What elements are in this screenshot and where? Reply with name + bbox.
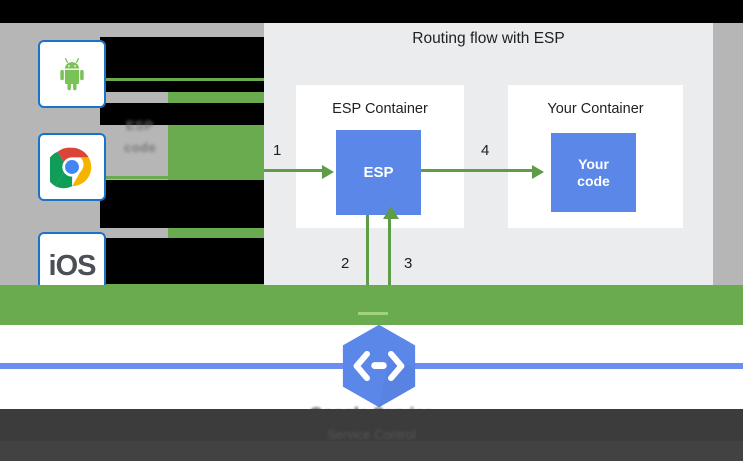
arrow-2-line [366,215,369,297]
green-rule-artifact [100,176,268,179]
code-brackets-hexagon-icon [342,324,416,408]
arrow-3-line [388,218,391,297]
ios-label: iOS [48,249,97,282]
arrow-1-head [322,165,334,179]
black-artifact-block [100,103,264,125]
grey-right-strip [713,23,743,285]
ghost-text-artifact: ESP [126,118,154,133]
google-service-hexagon [336,323,422,409]
arrow-1-label: 1 [273,142,282,159]
arrow-4-line [421,169,534,172]
arrow-2-label: 2 [341,255,350,272]
arrow-3-label: 3 [404,255,413,272]
arrow-4-label: 4 [481,142,490,159]
arrow-4-head [532,165,544,179]
arrow-3-head [383,206,399,219]
ghost-text-artifact: code [124,140,157,155]
esp-container-title: ESP Container [332,101,428,117]
android-icon [60,58,84,91]
panel-title: Routing flow with ESP [412,30,565,47]
arrow-1-line [264,169,324,172]
bottom-dark-band-lower [0,441,743,461]
client-card-chrome[interactable] [38,133,106,201]
client-card-android[interactable] [38,40,106,108]
green-rule-artifact [100,78,268,81]
black-artifact-block [100,37,264,92]
your-container-title: Your Container [547,101,644,117]
green-rule-artifact [358,312,388,315]
your-code-label: Your code [577,155,610,189]
top-black-bar [0,0,743,23]
green-rule-artifact [352,300,392,303]
esp-box: ESP [336,130,421,215]
your-code-box: Your code [551,133,636,212]
black-artifact-block [100,180,264,228]
chrome-icon [50,147,92,189]
green-band [0,285,743,325]
service-subtitle: Service Control [327,427,416,442]
